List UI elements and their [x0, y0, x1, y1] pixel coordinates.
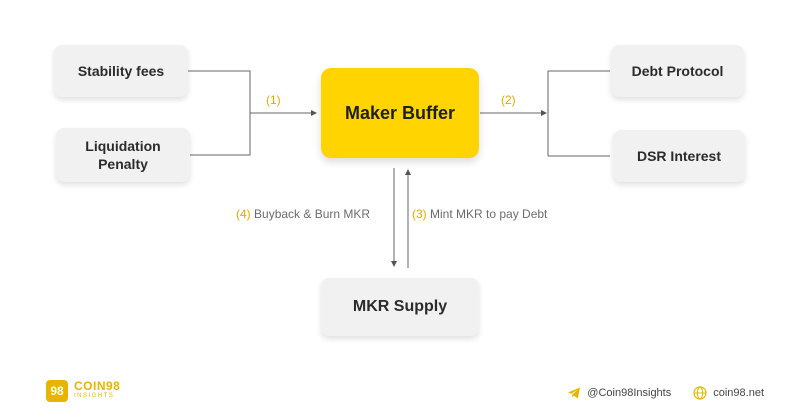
edge-label-3: (3) Mint MKR to pay Debt: [412, 207, 547, 221]
edge-4-text: Buyback & Burn MKR: [254, 207, 371, 221]
website-url: coin98.net: [713, 387, 764, 399]
node-debt-protocol-label: Debt Protocol: [631, 63, 724, 79]
edge-3-number: (3): [412, 207, 427, 221]
telegram-handle: @Coin98Insights: [587, 387, 672, 399]
node-stability-fees-label: Stability fees: [77, 63, 165, 79]
node-dsr-interest: DSR Interest: [613, 130, 745, 182]
edge-2-number: (2): [501, 93, 516, 107]
logo-main-text: COIN98: [74, 379, 121, 393]
edge-1-number: (1): [266, 93, 281, 107]
node-debt-protocol: Debt Protocol: [611, 45, 744, 97]
node-maker-buffer: Maker Buffer: [321, 68, 479, 158]
logo-sub-text: INSIGHTS: [74, 393, 115, 399]
node-mkr-supply: MKR Supply: [321, 278, 479, 336]
node-mkr-supply-label: MKR Supply: [352, 298, 448, 315]
node-dsr-interest-label: DSR Interest: [636, 148, 722, 164]
logo-mark-text: 98: [50, 384, 64, 398]
edge-label-4: (4) Buyback & Burn MKR: [236, 207, 370, 221]
connector-stability-fees: [188, 70, 251, 113]
node-liquidation-penalty: Liquidation Penalty: [56, 128, 190, 182]
telegram-link[interactable]: @Coin98Insights: [567, 386, 671, 400]
node-liquidation-penalty-label: Liquidation Penalty: [85, 138, 161, 172]
edge-3-text: Mint MKR to pay Debt: [430, 207, 548, 221]
website-link[interactable]: coin98.net: [693, 386, 764, 400]
footer-links: @Coin98Insights coin98.net: [567, 386, 764, 400]
node-maker-buffer-label: Maker Buffer: [344, 103, 456, 123]
edge-label-2: (2): [501, 93, 516, 107]
edge-label-1: (1): [266, 93, 281, 107]
coin98-logo: 98 COIN98 INSIGHTS: [46, 380, 120, 402]
coin98-logo-icon: 98: [46, 380, 68, 402]
telegram-icon: [568, 387, 581, 399]
edge-4-number: (4): [236, 207, 251, 221]
connector-liquidation-penalty: [190, 113, 251, 156]
logo-wordmark: COIN98 INSIGHTS: [74, 379, 121, 401]
node-stability-fees: Stability fees: [54, 45, 188, 97]
globe-icon: [693, 386, 707, 400]
